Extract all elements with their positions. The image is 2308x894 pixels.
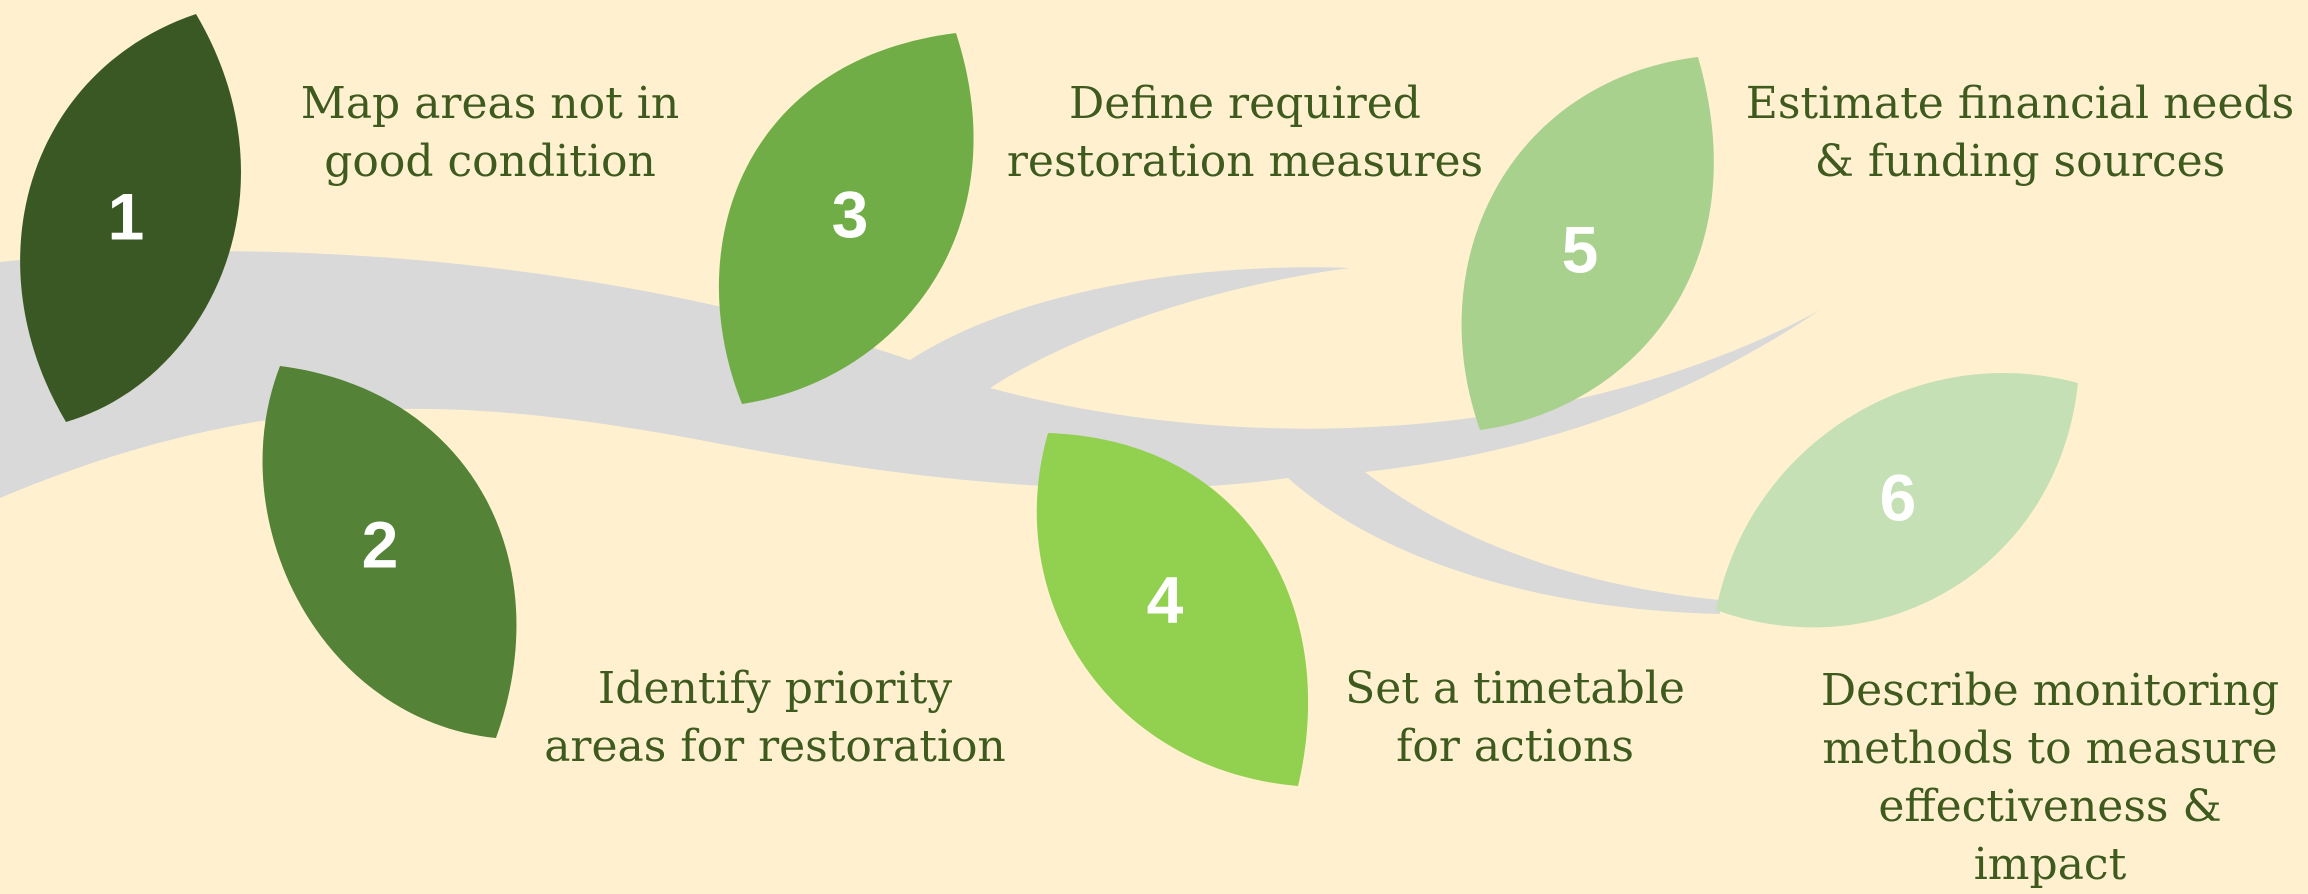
leaf-1 [20, 14, 242, 422]
step-4-number: 4 [1147, 562, 1184, 636]
leaf-6 [1716, 373, 2078, 628]
step-4-text: Set a timetable for actions [1345, 663, 1685, 772]
leaf-3 [718, 33, 974, 404]
leaf-5 [1461, 57, 1714, 430]
step-3-number: 3 [832, 177, 869, 251]
step-1-number: 1 [108, 179, 145, 253]
step-6-number: 6 [1880, 460, 1917, 534]
step-3-text: Define required restoration measures [1006, 78, 1484, 187]
step-2-number: 2 [362, 507, 399, 581]
step-5-number: 5 [1562, 212, 1599, 286]
leaf-4 [1036, 433, 1309, 786]
step-1-text: Map areas not in good condition [300, 78, 680, 187]
step-2-text: Identify priority areas for restoration [544, 663, 1006, 772]
leaf-2 [262, 366, 517, 738]
step-5-text: Estimate financial needs & funding sourc… [1745, 78, 2295, 187]
step-6-text: Describe monitoring methods to measure e… [1820, 665, 2280, 890]
branch [0, 251, 1820, 614]
